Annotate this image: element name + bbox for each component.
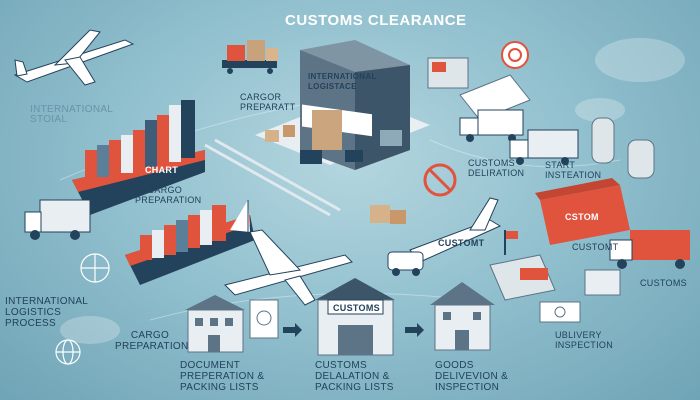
world-map-background: [60, 38, 685, 344]
target-icon: [501, 41, 529, 69]
box-stack-center: [370, 205, 406, 224]
cargo-prep-mid-label: EACARGO PREPARATION: [135, 185, 202, 205]
parcel-machine: [427, 57, 469, 89]
truck-top-right: [459, 109, 524, 142]
arrow-right-icon-2: [405, 323, 424, 337]
arrow-right-icon: [283, 323, 302, 337]
customs-right-label: CUSTOMS: [640, 278, 687, 288]
warehouse-right: [489, 254, 556, 301]
doc-prep-label: DOCUMENT PREPERATION & PACKING LISTS: [180, 360, 265, 393]
intl-stoial-label: INTERNATIONAL STOIAL: [30, 104, 113, 125]
building-goods-delivery: [430, 282, 495, 351]
container-custom-label: CSTOM: [565, 212, 599, 222]
barrels: [591, 117, 655, 179]
compass-icon: [80, 253, 110, 283]
passport-document-icon: [249, 299, 279, 339]
warehouse-sign-label: INTERNATIONAL LOGISTACE: [308, 72, 377, 91]
prohibited-icon: [423, 163, 457, 197]
van: [387, 251, 424, 276]
sailboat: [230, 200, 250, 236]
building-customs: [315, 278, 395, 356]
cargo-ship-top: [72, 100, 205, 215]
truck-start: [509, 129, 579, 165]
delivery-inspection-label: UBLIVERY INSPECTION: [555, 330, 614, 350]
customt-right-label: CUSTOMT: [572, 242, 619, 252]
airplane-top-left: [13, 29, 135, 86]
warehouse: [255, 40, 430, 170]
cargo-preparation-label: CARGO PREPARATION: [115, 330, 189, 352]
cargo-ship-bottom: [125, 205, 255, 285]
building-document-prep: [185, 295, 245, 353]
globe-icon: [55, 339, 81, 365]
plane-custom-label: CUSTOMT: [438, 238, 485, 248]
money-icon: [539, 301, 581, 323]
goods-delivery-label: GOODS DELIVEVION & INSPECTION: [435, 360, 509, 393]
flag-icon: [504, 230, 518, 255]
cargo-prep-top-label: CARGOR PREPARATT: [240, 92, 296, 112]
start-inspection-label: START INSTEATION: [545, 160, 602, 180]
ship-label: CHART: [145, 165, 178, 175]
customs-delation-label: CUSTOMS DELALATION & PACKING LISTS: [315, 360, 394, 393]
page-title: CUSTOMS CLEARANCE: [285, 12, 467, 29]
conveyor-bridge: [204, 138, 341, 217]
airplane-center: [224, 229, 353, 306]
truck-left: [24, 199, 91, 240]
cargo-dolly-top: [222, 40, 278, 74]
airplane-customt: [409, 197, 502, 263]
intl-process-label: INTERNATIONAL LOGISTICS PROCESS: [5, 296, 88, 329]
truck-right: [609, 230, 690, 269]
document-papers: [459, 74, 531, 121]
customs-sign-label: CUSTOMS: [333, 303, 380, 313]
pallet-right: [584, 269, 621, 296]
container-cstom: [535, 178, 630, 245]
customs-deliration-label: CUSTOMS DELIRATION: [468, 158, 525, 178]
